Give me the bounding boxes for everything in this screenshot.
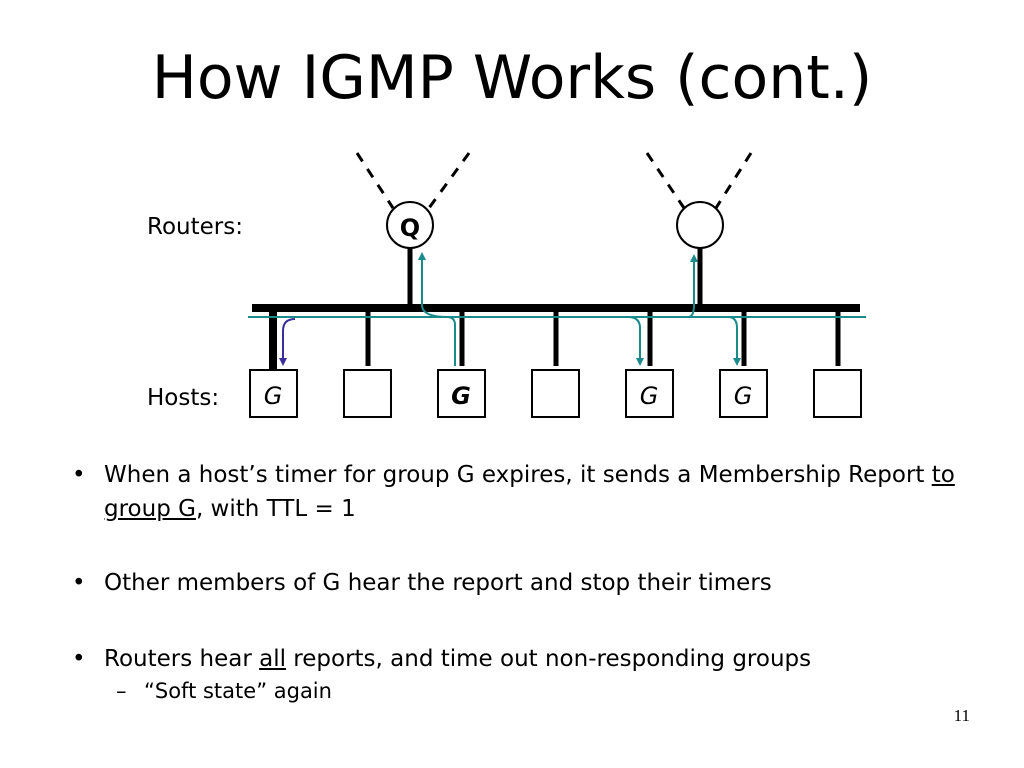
router-q: [386, 201, 434, 249]
bullet-3-text: Routers hear: [104, 646, 260, 672]
report-arrow-host-5: [627, 316, 644, 366]
host-6-label: G: [734, 382, 753, 410]
report-arrow-host-1: [279, 318, 296, 366]
hosts: G G G G: [249, 369, 862, 418]
uplink-q-right: [427, 152, 471, 209]
bullet-list: When a host’s timer for group G expires,…: [72, 458, 972, 706]
bullet-1-underlined: to group G: [104, 462, 955, 522]
bullet-routers-hear: Routers hear all reports, and time out n…: [72, 642, 972, 676]
host-5: [625, 369, 674, 418]
sub-bullet-soft-state: “Soft state” again: [104, 676, 972, 706]
routers-label: Routers:: [147, 214, 243, 240]
host-5-label: G: [640, 382, 659, 410]
host-3: [437, 369, 486, 418]
slide-title: How IGMP Works (cont.): [151, 43, 873, 113]
bullet-3-underlined: all: [259, 646, 286, 672]
page-number: 11: [953, 706, 970, 725]
host-1-label: G: [264, 382, 283, 410]
bullet-3-text-end: reports, and time out non-responding gro…: [285, 646, 812, 672]
router-q-label: Q: [400, 214, 420, 242]
host-6: [719, 369, 768, 418]
router-2: [676, 201, 724, 249]
report-arrow-router-2: [687, 254, 698, 318]
bullet-1-text: When a host’s timer for group G expires,…: [104, 462, 932, 488]
uplink-q-left: [355, 152, 395, 209]
host-4: [531, 369, 580, 418]
bullet-2-text: Other members of G hear the report and s…: [104, 570, 772, 596]
host-3-label: G: [451, 382, 471, 410]
router-uplinks: [355, 152, 753, 209]
report-path-source: [446, 316, 456, 366]
host-1: [249, 369, 298, 418]
report-arrow-router-q: [418, 252, 449, 318]
report-arrow-host-6: [727, 316, 741, 366]
host-2: [343, 369, 392, 418]
hosts-label: Hosts:: [147, 385, 219, 411]
bullet-1-text-end: , with TTL = 1: [195, 496, 356, 522]
bullet-timer-expires: When a host’s timer for group G expires,…: [72, 458, 972, 526]
uplink-r2-right: [714, 152, 753, 209]
host-7: [813, 369, 862, 418]
uplink-r2-left: [645, 152, 686, 209]
report-paths: [248, 252, 866, 366]
bullet-members-stop: Other members of G hear the report and s…: [72, 566, 972, 600]
